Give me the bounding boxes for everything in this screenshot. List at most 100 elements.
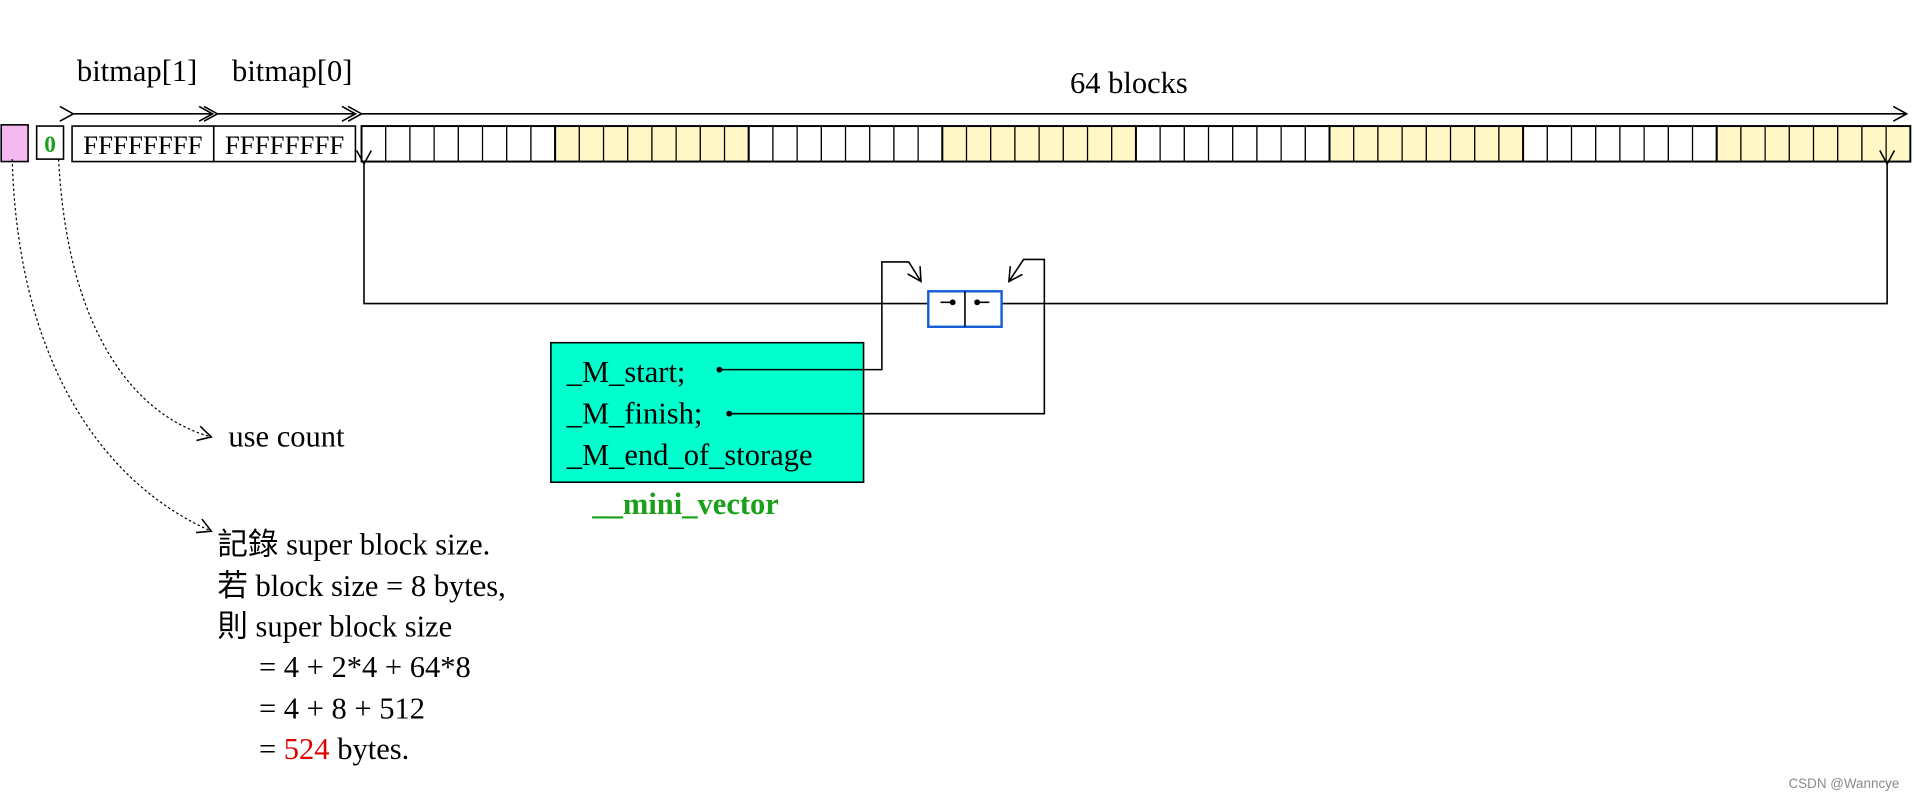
csdn-watermark: CSDN @Wanncye [1788, 776, 1899, 791]
block-cell [1401, 125, 1427, 163]
block-cell [1328, 125, 1355, 163]
block-cell [772, 125, 798, 163]
block-cell [433, 125, 459, 163]
block-group-1 [360, 125, 557, 163]
block-cell [1595, 125, 1621, 163]
bitmap1-value: FFFFFFFF [83, 130, 202, 160]
block-cell [965, 125, 992, 163]
block-cell [1861, 125, 1887, 163]
block-cell [1667, 125, 1694, 163]
size-header-cell [0, 124, 29, 163]
block-group-5 [1134, 125, 1331, 163]
block-group-8 [1715, 125, 1912, 163]
block-cell [1062, 125, 1089, 163]
vector-field-finish: _M_finish; [566, 396, 703, 430]
block-group-2 [554, 125, 750, 163]
mini-vector-label: __mini_vector [591, 487, 778, 521]
block-cell [578, 125, 605, 163]
bitmap1-label: bitmap[1] [77, 54, 197, 88]
bitmap0-cell [212, 125, 357, 163]
block-cell [1038, 125, 1064, 163]
block-cell [1111, 125, 1137, 163]
block-group-outline [1715, 125, 1912, 163]
bitmap0-label: bitmap[0] [232, 54, 352, 88]
block-group-3 [747, 125, 944, 163]
block-cell [1498, 125, 1524, 163]
block-cell [602, 125, 629, 163]
block-cell [627, 125, 653, 163]
block-cell [1135, 125, 1161, 163]
use-count-caption: use count [228, 420, 345, 454]
use-count-cell [35, 125, 65, 160]
block-cell [1619, 125, 1645, 163]
block-group-7 [1522, 125, 1718, 163]
size-note-line4: = 4 + 2*4 + 64*8 [259, 650, 471, 684]
block-cell [360, 125, 387, 163]
block-cell [1740, 125, 1766, 163]
bitmap1-cell [71, 125, 215, 163]
block-cell [1546, 125, 1573, 163]
block-cell [651, 125, 677, 163]
block-cell [409, 125, 435, 163]
block-cell [820, 125, 847, 163]
block-cell [1256, 125, 1282, 163]
size-note-total-value: 524 [284, 732, 330, 766]
block-cell [844, 125, 871, 163]
bitmap0-value: FFFFFFFF [225, 130, 344, 160]
block-cell [1570, 125, 1597, 163]
size-note-pointer-curve [11, 159, 213, 534]
block-group-4 [941, 125, 1137, 163]
block-cell [1788, 125, 1815, 163]
block-cell [385, 125, 411, 163]
block-array [360, 125, 1912, 163]
block-cell [530, 125, 556, 163]
end-pointer-line [1001, 150, 1896, 305]
block-cell [1353, 125, 1379, 163]
block-cell [1425, 125, 1452, 163]
block-group-6 [1328, 125, 1525, 163]
finish-field-connector [726, 258, 1046, 417]
block-cell [796, 125, 822, 163]
block-cell [1474, 125, 1500, 163]
block-cell [1159, 125, 1185, 163]
block-cell [869, 125, 895, 163]
block-cell [1086, 125, 1113, 163]
block-cell [1812, 125, 1839, 163]
block-cell [1643, 125, 1669, 163]
block-cell [748, 125, 774, 163]
vector-field-end-of-storage: _M_end_of_storage [566, 438, 813, 472]
block-cell [554, 125, 580, 163]
block-cell [699, 125, 726, 163]
size-note-line3: 則 super block size [217, 609, 452, 643]
block-cell [1183, 125, 1210, 163]
block-cell [893, 125, 919, 163]
block-cell [1764, 125, 1790, 163]
vector-field-start: _M_start; [566, 355, 686, 389]
block-cell [1014, 125, 1040, 163]
size-note-line6: = 524 bytes. [259, 732, 409, 766]
block-cell [675, 125, 701, 163]
block-cell [1716, 125, 1742, 163]
blocks-label: 64 blocks [1070, 66, 1188, 100]
block-cell [1837, 125, 1863, 163]
size-note-line5: = 4 + 8 + 512 [259, 691, 425, 725]
block-cell [1207, 125, 1234, 163]
block-cell [723, 125, 750, 163]
block-cell [1377, 125, 1403, 163]
size-note-line1: 記錄 super block size. [217, 527, 490, 561]
block-cell [457, 125, 484, 163]
size-note-line6-suffix: bytes. [330, 732, 410, 766]
size-note-line2: 若 block size = 8 bytes, [217, 569, 505, 603]
block-cell [1885, 125, 1911, 163]
block-cell [1232, 125, 1258, 163]
use-count-pointer-curve [58, 159, 213, 442]
block-cell [990, 125, 1016, 163]
block-cell [1522, 125, 1548, 163]
block-cell [481, 125, 508, 163]
use-count-value: 0 [44, 132, 56, 158]
block-cell [506, 125, 532, 163]
size-note-line6-prefix: = [259, 732, 284, 766]
block-cell [941, 125, 968, 163]
block-cell [1304, 125, 1331, 163]
